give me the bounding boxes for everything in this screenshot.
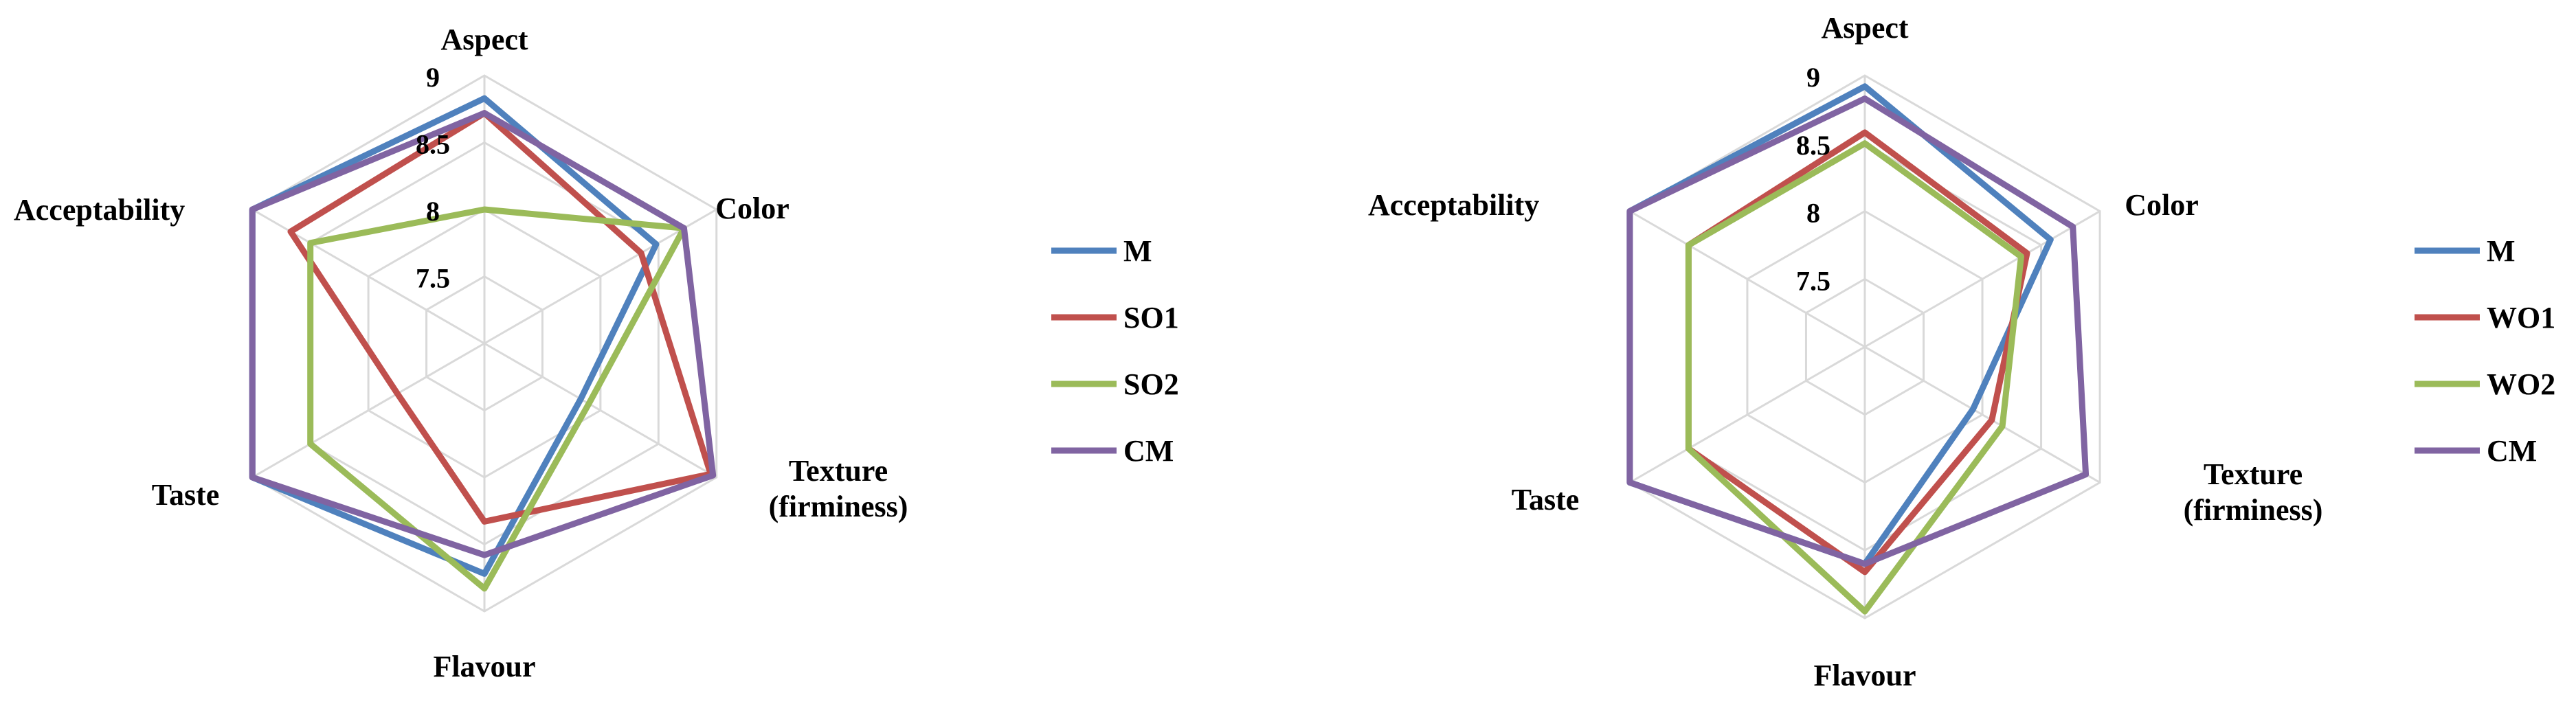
right-grid-spoke-5 (1629, 210, 1866, 348)
right-legend-label-m: M (2487, 234, 2516, 268)
left-series-so1 (287, 110, 714, 525)
right-tick-label-2: 8.5 (1796, 130, 1830, 161)
left-tick-label-0: 7.5 (416, 263, 450, 294)
left-axis-label-3: Flavour (433, 650, 535, 683)
left-legend-label-cm: CM (1123, 434, 1174, 468)
left-axis-label-4: Taste (152, 478, 220, 512)
right-grid-spoke-2 (1864, 345, 2101, 484)
right-axis-label-1: Color (2125, 188, 2199, 222)
left-legend-label-m: M (1123, 234, 1152, 268)
left-axis-label-1: Color (715, 192, 789, 225)
right-axis-label-5: Acceptability (1368, 188, 1539, 222)
right-legend-label-wo2: WO2 (2487, 367, 2555, 401)
right-series-wo2 (1685, 140, 2024, 615)
right-grid-spoke-4 (1629, 345, 1866, 484)
right-legend-label-cm: CM (2487, 434, 2537, 468)
right-axis-label-2: Texture(firminess) (2184, 457, 2323, 527)
left-tick-label-1: 8 (426, 196, 440, 227)
right-grid-spoke-1 (1864, 210, 2101, 348)
right-series-wo1 (1685, 129, 2030, 576)
left-axis-label-2: Texture(firminess) (769, 454, 908, 523)
left-tick-label-3: 9 (426, 62, 440, 93)
right-axis-label-0: Aspect (1821, 11, 1908, 45)
right-legend-label-wo1: WO1 (2487, 301, 2555, 334)
right-axis-label-4: Taste (1512, 483, 1580, 516)
right-axis-label-3: Flavour (1813, 659, 1916, 692)
right-series-cm (1626, 95, 2090, 567)
left-grid-spoke-1 (484, 208, 717, 345)
right-tick-label-0: 7.5 (1796, 265, 1830, 296)
left-tick-label-2: 8.5 (416, 129, 450, 160)
left-axis-label-5: Acceptability (14, 193, 185, 227)
left-series-cm (249, 110, 717, 558)
left-series-so2 (307, 206, 687, 592)
left-axis-label-0: Aspect (440, 23, 528, 56)
right-tick-label-1: 8 (1806, 198, 1820, 229)
left-legend-label-so2: SO2 (1123, 367, 1179, 401)
left-grid-spoke-4 (251, 342, 485, 479)
right-tick-label-3: 9 (1806, 62, 1820, 93)
left-legend-label-so1: SO1 (1123, 301, 1179, 334)
left-grid-spoke-2 (484, 342, 717, 479)
